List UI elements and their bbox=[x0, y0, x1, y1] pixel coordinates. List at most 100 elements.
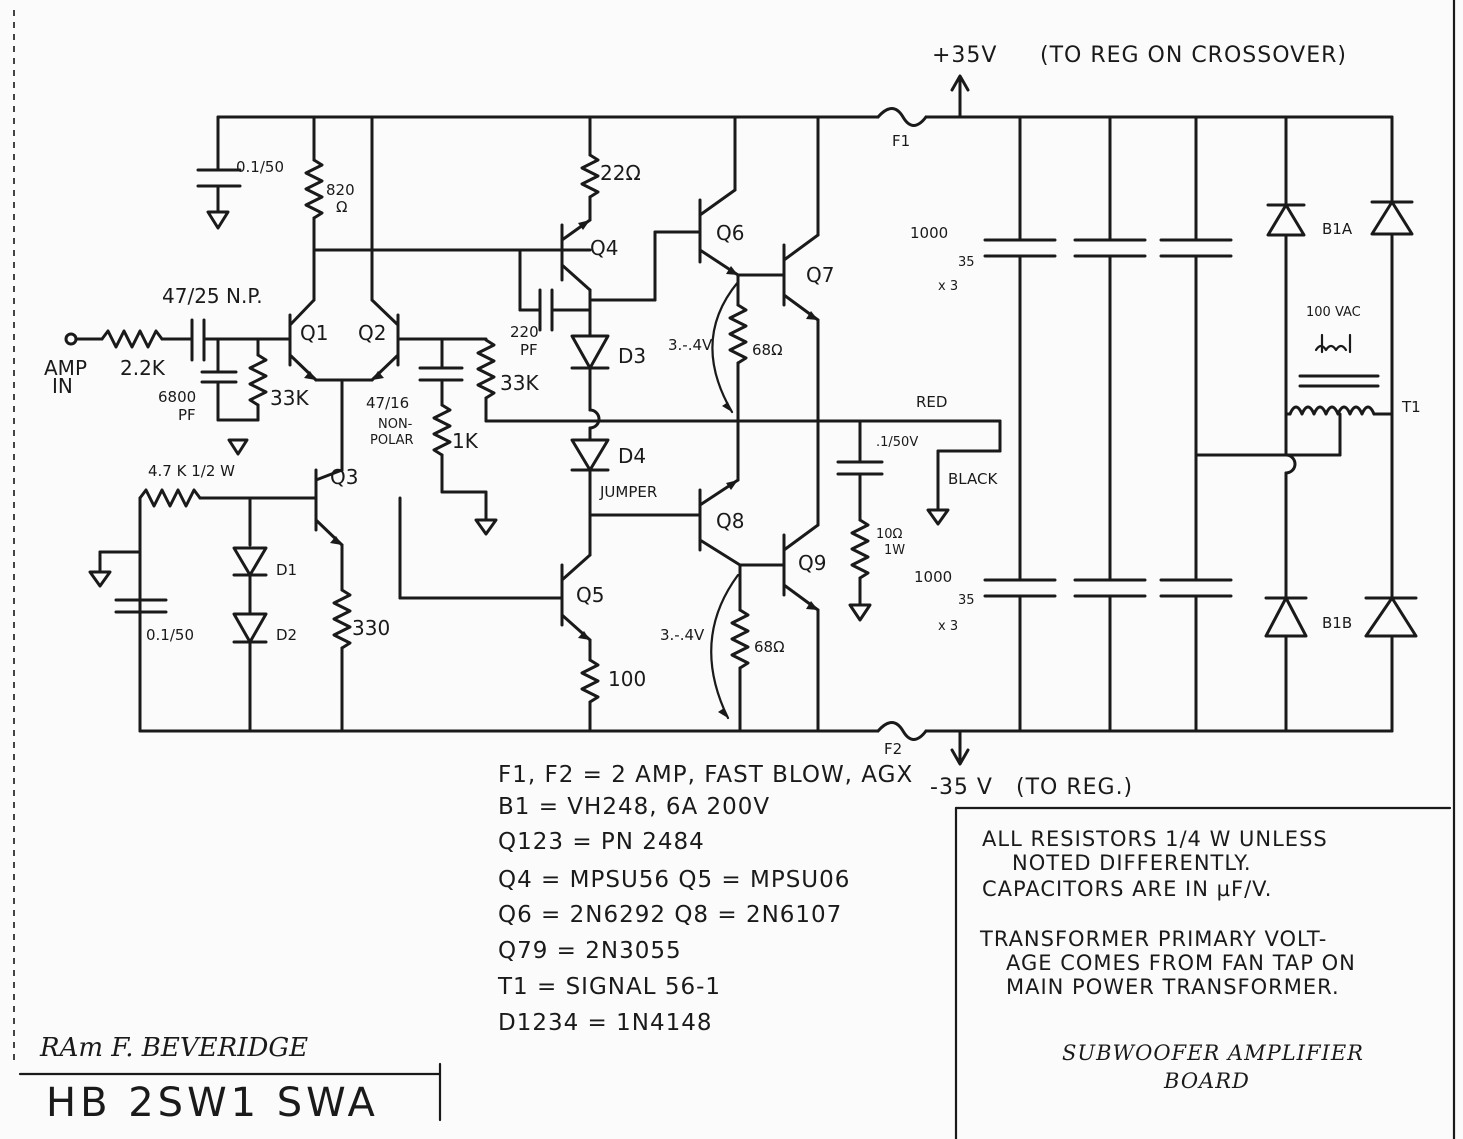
title-line-1: SUBWOOFER AMPLIFIER bbox=[1062, 1041, 1364, 1065]
note-line-1: ALL RESISTORS 1/4 W UNLESS bbox=[982, 827, 1328, 851]
transistor-q5 bbox=[560, 553, 592, 642]
label-68-top: 68Ω bbox=[752, 341, 783, 359]
resistor-33k-feedback bbox=[476, 338, 496, 400]
transistor-q7 bbox=[782, 233, 820, 322]
resistor-820 bbox=[304, 158, 324, 220]
input-label-top: AMP bbox=[44, 356, 87, 380]
label-q9: Q9 bbox=[798, 551, 826, 575]
label-q3: Q3 bbox=[330, 465, 358, 489]
label-33k-fb: 33K bbox=[500, 371, 539, 395]
pos-rail-label: +35V bbox=[932, 43, 997, 68]
label-1000-bottom: 1000 bbox=[914, 568, 952, 586]
resistor-100 bbox=[580, 658, 600, 704]
label-68-bottom: 68Ω bbox=[754, 638, 785, 656]
input-label-bottom: IN bbox=[52, 374, 73, 398]
label-330: 330 bbox=[352, 616, 390, 640]
label-d1: D1 bbox=[276, 561, 297, 579]
resistor-330 bbox=[332, 588, 352, 650]
ground-symbol bbox=[227, 438, 249, 456]
parts-line-8: D1234 = 1N4148 bbox=[498, 1010, 713, 1036]
drawing-id: HB 2SW1 SWA bbox=[46, 1080, 379, 1126]
filter-caps-upper bbox=[983, 115, 1233, 457]
parts-list: F1, F2 = 2 AMP, FAST BLOW, AGX B1 = VH24… bbox=[497, 762, 913, 1036]
label-bias-top: 3.-.4V bbox=[668, 336, 713, 354]
neg-rail-label: -35 V bbox=[930, 775, 993, 800]
neg-rail-note: (TO REG.) bbox=[1016, 775, 1133, 800]
label-6800-unit: PF bbox=[178, 406, 196, 424]
bridge-rectifier bbox=[1264, 115, 1418, 733]
parts-line-2: B1 = VH248, 6A 200V bbox=[498, 794, 770, 820]
label-1000-top-v: 35 bbox=[958, 255, 975, 270]
label-100: 100 bbox=[608, 667, 646, 691]
label-b1b: B1B bbox=[1322, 614, 1352, 632]
label-q5: Q5 bbox=[576, 583, 604, 607]
pos-rail-note: (TO REG ON CROSSOVER) bbox=[1040, 43, 1347, 68]
transformer-t1 bbox=[1284, 333, 1394, 457]
label-t1: T1 bbox=[1401, 398, 1421, 416]
label-33k-input: 33K bbox=[270, 386, 309, 410]
parts-line-7: T1 = SIGNAL 56-1 bbox=[497, 974, 721, 1000]
resistor-22 bbox=[580, 153, 600, 199]
resistor-4k7 bbox=[138, 488, 202, 508]
label-zobel-r: 10Ω bbox=[876, 527, 903, 542]
output-line bbox=[484, 419, 1002, 453]
label-220-unit: PF bbox=[520, 341, 538, 359]
negative-rail bbox=[138, 721, 1394, 766]
label-black: BLACK bbox=[948, 470, 998, 488]
filter-caps-lower bbox=[983, 419, 1233, 733]
label-6800: 6800 bbox=[158, 388, 196, 406]
label-820: 820 bbox=[326, 181, 355, 199]
transistor-q9 bbox=[782, 523, 820, 612]
note-line-6: MAIN POWER TRANSFORMER. bbox=[1006, 975, 1340, 999]
resistor-33k-input bbox=[248, 353, 268, 407]
input-stage bbox=[64, 318, 292, 456]
parts-line-5: Q6 = 2N6292 Q8 = 2N6107 bbox=[498, 902, 842, 928]
label-220: 220 bbox=[510, 323, 539, 341]
resistor-2k2 bbox=[100, 329, 164, 349]
transistor-q1 bbox=[288, 298, 318, 382]
fuse-f2-label: F2 bbox=[884, 740, 902, 758]
label-1000-top-x: x 3 bbox=[938, 279, 958, 294]
label-zobel-cap: .1/50V bbox=[876, 435, 918, 450]
resistor-68-bottom bbox=[730, 608, 750, 670]
label-4k7: 4.7 K 1/2 W bbox=[148, 462, 235, 480]
parts-line-4: Q4 = MPSU56 Q5 = MPSU06 bbox=[498, 867, 850, 893]
parts-line-1: F1, F2 = 2 AMP, FAST BLOW, AGX bbox=[498, 762, 913, 788]
bias-arrow-bottom bbox=[710, 573, 740, 720]
label-1k: 1K bbox=[452, 429, 479, 453]
transistor-q8 bbox=[698, 478, 742, 567]
label-q4: Q4 bbox=[590, 236, 618, 260]
note-line-4: TRANSFORMER PRIMARY VOLT- bbox=[979, 927, 1327, 951]
bias-arrow-top bbox=[711, 280, 740, 414]
transistor-q6 bbox=[698, 188, 740, 277]
parts-line-3: Q123 = PN 2484 bbox=[498, 829, 705, 855]
parts-line-6: Q79 = 2N3055 bbox=[498, 938, 682, 964]
label-47-16-note1: NON- bbox=[378, 417, 413, 432]
label-zobel-w: 1W bbox=[884, 543, 905, 558]
diode-d4 bbox=[570, 438, 610, 472]
title-line-2: BOARD bbox=[1163, 1069, 1250, 1093]
label-cap-bottom: 0.1/50 bbox=[146, 626, 194, 644]
label-red: RED bbox=[916, 393, 947, 411]
resistor-68-top bbox=[728, 303, 748, 365]
label-1000-bottom-x: x 3 bbox=[938, 619, 958, 634]
label-d4: D4 bbox=[618, 444, 646, 468]
label-47-16: 47/16 bbox=[366, 394, 409, 412]
label-b1a: B1A bbox=[1322, 220, 1353, 238]
label-22: 22Ω bbox=[600, 161, 641, 185]
label-1000-bottom-v: 35 bbox=[958, 593, 975, 608]
fuse-f1-label: F1 bbox=[892, 132, 910, 150]
label-q6: Q6 bbox=[716, 221, 744, 245]
note-line-3: CAPACITORS ARE IN µF/V. bbox=[982, 877, 1272, 901]
resistor-1k bbox=[432, 403, 452, 457]
label-cap-top: 0.1/50 bbox=[236, 158, 284, 176]
label-d3: D3 bbox=[618, 344, 646, 368]
label-2k2: 2.2K bbox=[120, 356, 166, 380]
transistor-q4 bbox=[560, 218, 592, 292]
label-d2: D2 bbox=[276, 626, 297, 644]
label-jumper: JUMPER bbox=[599, 483, 657, 501]
label-q7: Q7 bbox=[806, 263, 834, 287]
signature: RAm F. BEVERIDGE bbox=[39, 1033, 308, 1063]
